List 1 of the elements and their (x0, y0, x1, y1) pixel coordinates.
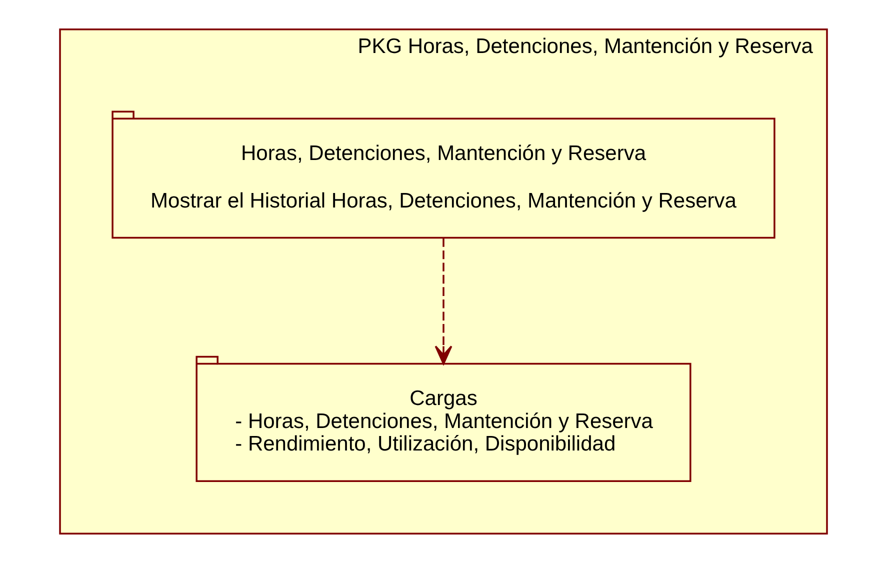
arrow (434, 238, 452, 365)
